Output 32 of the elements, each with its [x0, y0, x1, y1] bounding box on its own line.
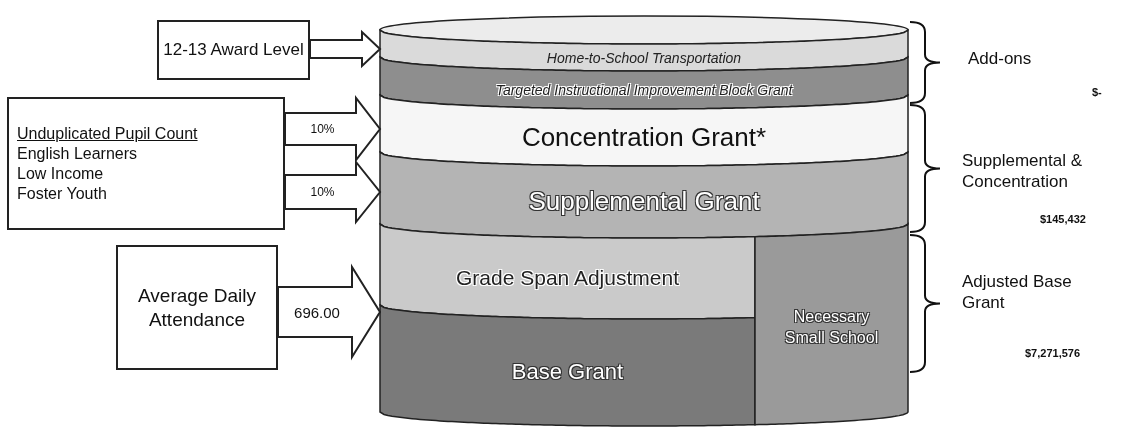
group-label: Supplemental & Concentration: [962, 150, 1084, 193]
block-arrow: [277, 263, 382, 361]
block-arrow: [284, 95, 382, 163]
text-box: [116, 245, 278, 370]
amount-label: $145,432: [1040, 213, 1086, 227]
box-text: Average Daily Attendance: [137, 283, 257, 332]
block-arrow: [309, 29, 382, 69]
cylinder-band: [380, 224, 755, 319]
band-label: Base Grant: [511, 357, 624, 386]
box-text: Low Income: [17, 163, 104, 184]
heading: Unduplicated Pupil Count: [17, 123, 198, 144]
band-label: Targeted Instructional Improvement Block Grant: [495, 80, 793, 100]
box-text: English Learners: [17, 143, 138, 164]
band-label: Concentration Grant*: [521, 120, 767, 154]
amount-label: $-: [1092, 86, 1102, 100]
text-box: [7, 97, 285, 230]
cylinder-band: [380, 16, 908, 71]
group-label: Adjusted Base Grant: [962, 271, 1073, 314]
group-label: Add-ons: [968, 48, 1032, 70]
amount-label: $7,271,576: [1025, 347, 1081, 361]
band-label: Grade Span Adjustment: [456, 265, 679, 292]
cylinder-band: [380, 152, 908, 238]
band-label: Supplemental Grant: [528, 185, 760, 219]
band-label: Home-to-School Transportation: [546, 48, 742, 67]
edge-label: 10%: [308, 122, 337, 136]
box-text: 12-13 Award Level: [163, 39, 304, 61]
block-arrow: [284, 159, 382, 225]
text-box: [157, 20, 310, 80]
edge-label: 10%: [308, 185, 337, 199]
band-label: Necessary Small School: [783, 307, 880, 348]
cylinder-band: [755, 224, 908, 425]
box-text: Foster Youth: [17, 183, 107, 204]
